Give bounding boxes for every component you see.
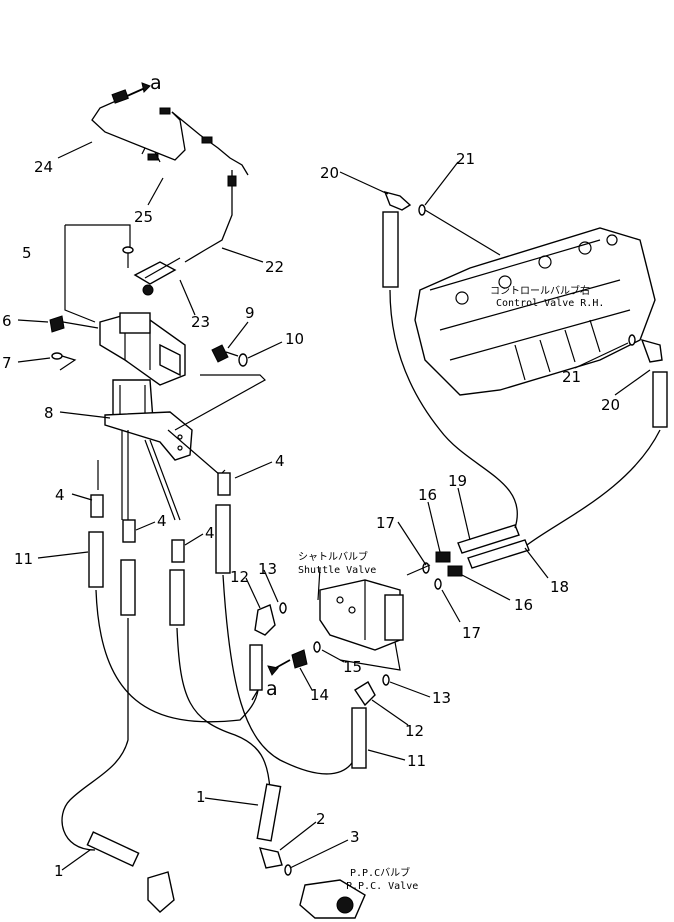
part-number-15: 15 xyxy=(343,658,362,676)
part-number-labels: 24 25 22 23 5 6 7 8 9 10 4 4 4 4 11 12 1… xyxy=(2,150,620,880)
part-number-23: 23 xyxy=(191,313,210,331)
part-number-16-bottom: 16 xyxy=(514,596,533,614)
part-number-4-right: 4 xyxy=(275,452,285,470)
part-number-25: 25 xyxy=(134,208,153,226)
part-number-24: 24 xyxy=(34,158,53,176)
part-number-11-left: 11 xyxy=(14,550,33,568)
part-number-4-mid: 4 xyxy=(205,524,215,542)
part-number-13-left: 13 xyxy=(258,560,277,578)
part-number-16-top: 16 xyxy=(418,486,437,504)
part-number-1-upper: 1 xyxy=(196,788,206,806)
part-number-9: 9 xyxy=(245,304,255,322)
part-number-21-right: 21 xyxy=(562,368,581,386)
component-labels: コントロールバルブ右 Control Valve R.H. シャトルバルブ Sh… xyxy=(298,284,604,892)
part-number-22: 22 xyxy=(265,258,284,276)
part-number-6: 6 xyxy=(2,312,12,330)
part-number-20-right: 20 xyxy=(601,396,620,414)
part-number-12-right: 12 xyxy=(405,722,424,740)
control-valve-rh xyxy=(382,190,668,428)
control-valve-label-en: Control Valve R.H. xyxy=(496,298,604,309)
control-valve-label-jp: コントロールバルブ右 xyxy=(490,284,590,297)
part-number-4-center: 4 xyxy=(157,512,167,530)
part-number-17-top: 17 xyxy=(376,514,395,532)
part-number-4-left: 4 xyxy=(55,486,65,504)
part-number-21-top: 21 xyxy=(456,150,475,168)
ppc-valve-label-en: P.P.C. Valve xyxy=(346,881,418,892)
part-number-3: 3 xyxy=(350,828,360,846)
shuttle-valve xyxy=(249,289,661,769)
shuttle-valve-label-jp: シャトルバルブ xyxy=(298,550,368,563)
left-hoses xyxy=(61,429,359,851)
part-number-10: 10 xyxy=(285,330,304,348)
part-number-20-top: 20 xyxy=(320,164,339,182)
solenoid-valve-assembly xyxy=(49,224,266,461)
connection-mark-a-top: a xyxy=(150,72,162,94)
connection-mark-a-bottom: a xyxy=(266,678,278,700)
part-number-18: 18 xyxy=(550,578,569,596)
part-number-2: 2 xyxy=(316,810,326,828)
connection-arrow-a-bottom: a xyxy=(266,659,291,700)
part-number-12-left: 12 xyxy=(230,568,249,586)
connection-arrow-a-top: a xyxy=(126,72,162,97)
ppc-valve xyxy=(86,783,366,919)
part-number-17-bottom: 17 xyxy=(462,624,481,642)
ppc-valve-label-jp: P.P.Cバルブ xyxy=(350,866,410,879)
part-number-14: 14 xyxy=(310,686,329,704)
part-number-5: 5 xyxy=(22,244,32,262)
shuttle-valve-label-en: Shuttle Valve xyxy=(298,565,376,576)
part-number-7: 7 xyxy=(2,354,12,372)
part-number-19: 19 xyxy=(448,472,467,490)
part-number-11-right: 11 xyxy=(407,752,426,770)
wiring-harness xyxy=(91,89,249,263)
part-number-13-right: 13 xyxy=(432,689,451,707)
leader-lines xyxy=(17,141,651,871)
part-number-1-lower: 1 xyxy=(54,862,64,880)
part-number-8: 8 xyxy=(44,404,54,422)
